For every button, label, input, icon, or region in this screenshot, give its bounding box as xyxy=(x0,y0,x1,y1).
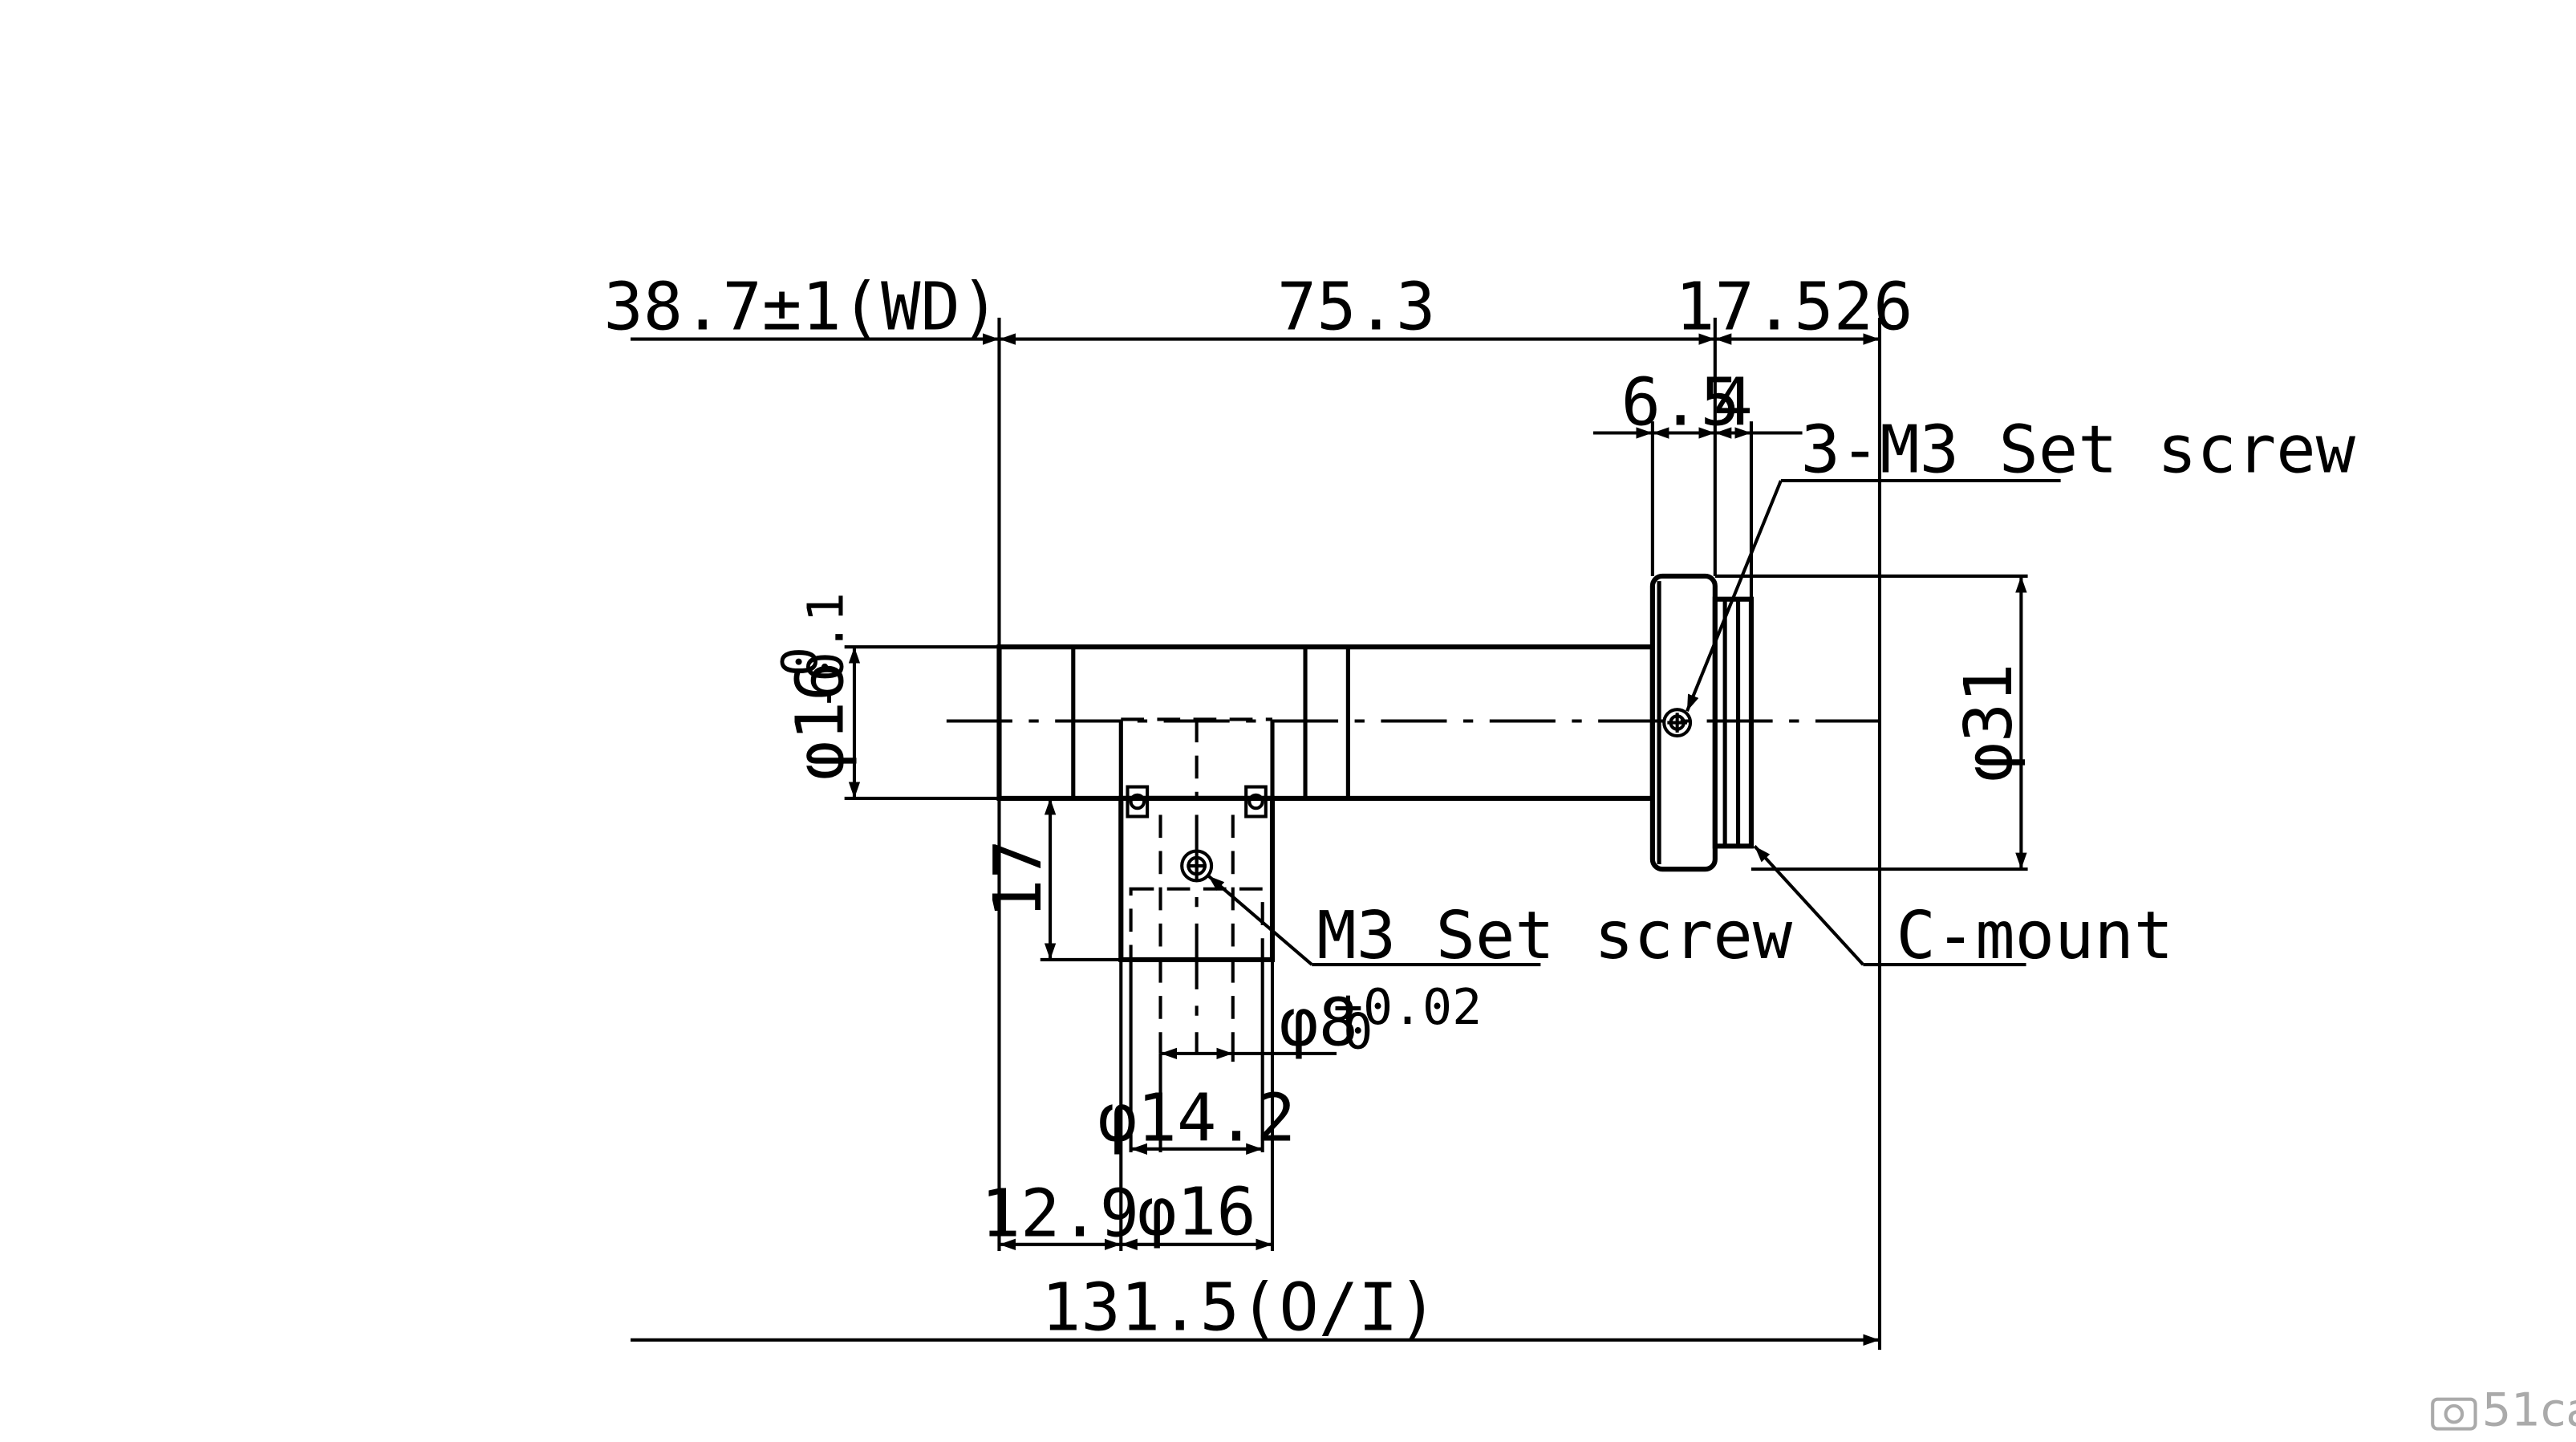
dim-17-526: 17.526 xyxy=(1675,269,1913,345)
dim-phi31: φ31 xyxy=(1951,663,2027,782)
watermark-text: 51camera xyxy=(2482,1383,2576,1436)
label-m3-set-screw: M3 Set screw xyxy=(1316,898,1792,974)
label-c-mount: C-mount xyxy=(1896,898,2173,974)
dim-wd: 38.7±1(WD) xyxy=(603,269,1000,345)
dim-12-9: 12.9 xyxy=(981,1176,1140,1253)
dim-phi16-port: φ16 xyxy=(1138,1175,1256,1251)
dim-phi16-tol-lower: -0.1 xyxy=(797,592,855,711)
dim-total-131-5: 131.5(O/I) xyxy=(1041,1270,1438,1347)
dim-phi16-barrel: φ16 xyxy=(783,661,859,780)
dim-phi8-tol-upper: +0.02 xyxy=(1333,978,1482,1036)
dim-17: 17 xyxy=(980,839,1057,919)
dimension-labels: 38.7±1(WD) 75.3 17.526 6.5 4 φ16 0 -0.1 … xyxy=(603,269,2355,1346)
dim-phi14-2: φ14.2 xyxy=(1097,1081,1296,1157)
dim-4: 4 xyxy=(1714,364,1753,441)
m3-set-screw-circle xyxy=(1180,849,1214,883)
dim-6-5: 6.5 xyxy=(1621,364,1740,441)
watermark-logo: 51camera xyxy=(2431,1383,2576,1436)
dimension-lines xyxy=(630,317,2061,1351)
dim-phi8-tol-lower: 0 xyxy=(1343,1003,1373,1061)
dim-75-3: 75.3 xyxy=(1277,269,1436,345)
label-3-m3-set-screw: 3-M3 Set screw xyxy=(1801,412,2356,489)
dim-phi8: φ8 xyxy=(1279,985,1358,1062)
dim-phi16-tol-upper: 0 xyxy=(771,647,829,676)
